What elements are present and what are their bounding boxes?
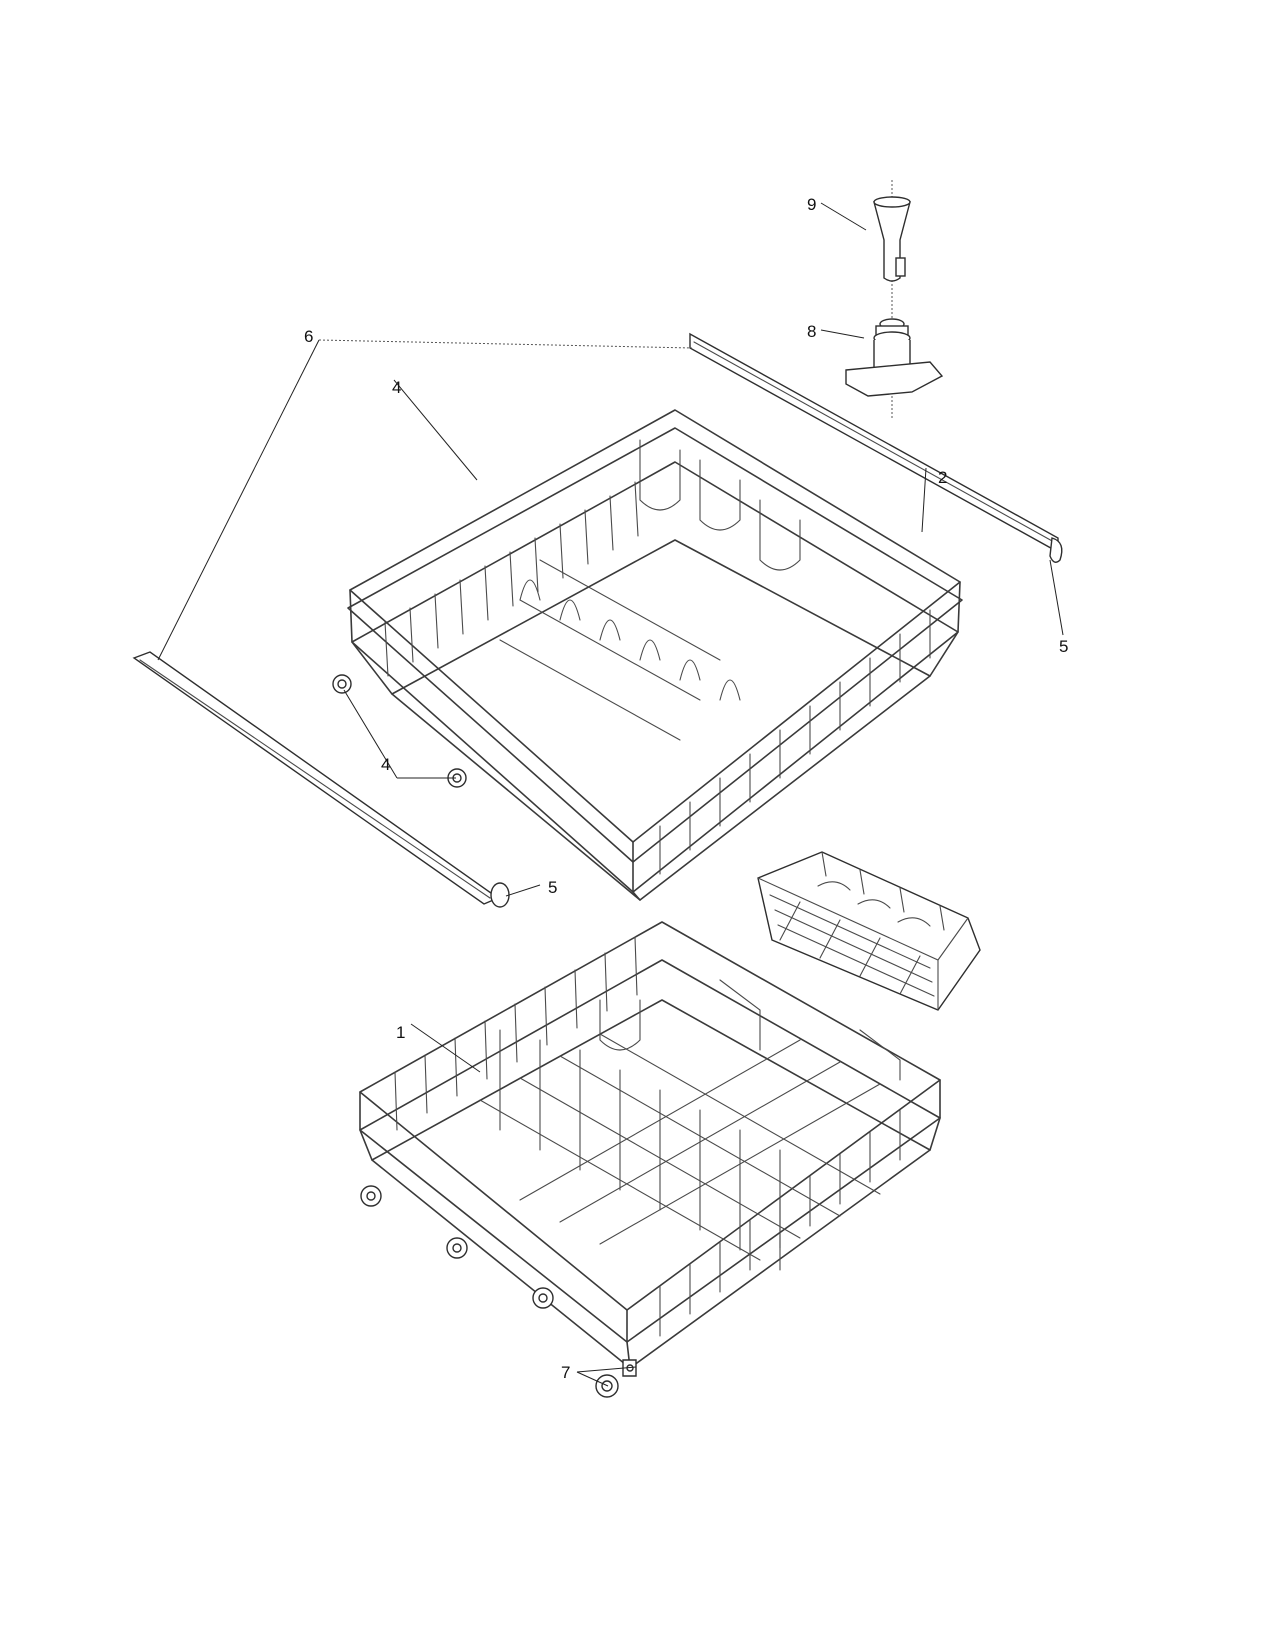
part-8-nozzle-mount bbox=[845, 318, 944, 397]
part-5-end-cap-left bbox=[490, 882, 510, 908]
part-2-silverware-basket bbox=[757, 851, 981, 1011]
callout-5-right: 5 bbox=[1059, 637, 1068, 656]
callout-6: 6 bbox=[304, 327, 313, 346]
part-1-lower-rack bbox=[359, 921, 941, 1369]
callout-3: 4 bbox=[392, 378, 401, 397]
callout-5-left: 5 bbox=[548, 878, 557, 897]
part-3-upper-rack bbox=[347, 409, 963, 901]
part-9-nozzle bbox=[873, 180, 911, 420]
callout-2: 2 bbox=[938, 468, 947, 487]
callout-9: 9 bbox=[807, 195, 816, 214]
part-4-rollers bbox=[332, 674, 467, 788]
callout-1: 1 bbox=[396, 1023, 405, 1042]
callout-8: 8 bbox=[807, 322, 816, 341]
callouts: 9 8 6 4 5 4 5 2 1 7 bbox=[304, 195, 1068, 1382]
leader-lines bbox=[157, 202, 1064, 1387]
callout-7: 7 bbox=[561, 1363, 570, 1382]
callout-4: 4 bbox=[381, 755, 390, 774]
part-7-wheel-assembly bbox=[595, 1359, 637, 1398]
part-5-end-cap-right bbox=[1049, 537, 1063, 563]
lower-rack-wheels bbox=[360, 1185, 554, 1309]
